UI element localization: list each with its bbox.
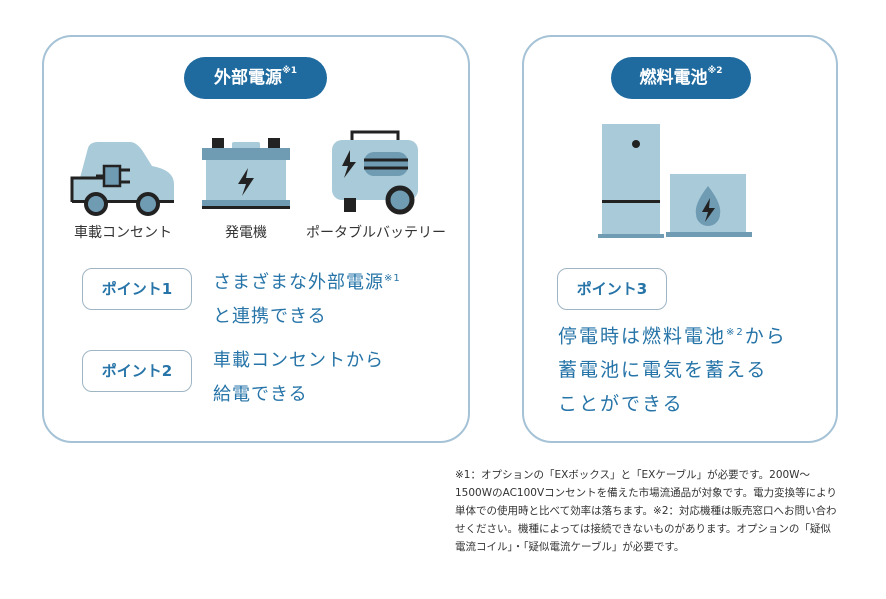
external-power-title: 外部電源※1: [184, 57, 327, 99]
battery-icon: [202, 138, 290, 209]
portable-battery-icon: [332, 130, 418, 215]
source-label: ポータブルバッテリー: [306, 225, 446, 241]
point-2-badge: ポイント2: [82, 350, 192, 392]
source-label: 発電機: [225, 225, 267, 241]
note: ※2: [726, 327, 745, 338]
line: と連携できる: [213, 306, 327, 327]
line: 停電時は燃料電池: [558, 325, 727, 348]
car-plug-icon: [70, 142, 174, 216]
title-text: 外部電源: [213, 68, 282, 88]
title-note: ※2: [707, 66, 723, 76]
point-3-badge: ポイント3: [557, 268, 667, 310]
note: ※1: [384, 273, 401, 284]
footnote: ※1：オプションの「EXボックス」と「EXケーブル」が必要です。200W～150…: [455, 469, 837, 553]
source-label: 車載コンセント: [74, 225, 172, 241]
point-1-badge: ポイント1: [82, 268, 192, 310]
title-text: 燃料電池: [639, 68, 708, 88]
line: 車載コンセントから: [213, 350, 384, 371]
point-3-text: 停電時は燃料電池※2から蓄電池に電気を蓄えることができる: [558, 316, 787, 421]
fuel-cell-title: 燃料電池※2: [611, 57, 751, 99]
fuel-cell-card: [522, 35, 838, 443]
line: さまざまな外部電源: [213, 272, 384, 293]
point-2-text: 車載コンセントから給電できる: [213, 344, 384, 412]
line: から: [744, 325, 787, 348]
fuel-cell-icon: [598, 124, 752, 238]
line: 給電できる: [213, 384, 308, 405]
title-note: ※1: [281, 66, 297, 76]
line: ことができる: [558, 393, 684, 416]
point-1-text: さまざまな外部電源※1 と連携できる: [213, 262, 401, 334]
line: 蓄電池に電気を蓄える: [558, 359, 768, 382]
